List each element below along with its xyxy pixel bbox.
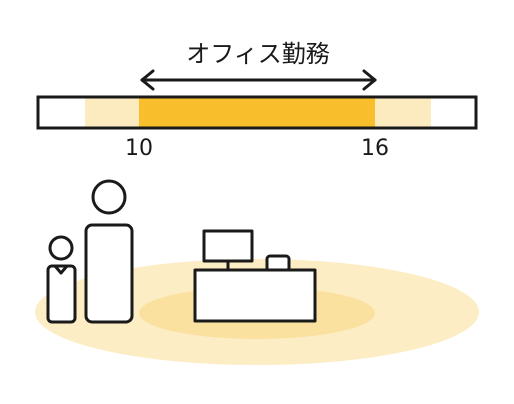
- time-bar-outline: [36, 95, 478, 130]
- core-hours-segment: [139, 97, 375, 128]
- duration-arrow: [140, 69, 377, 91]
- end-time-label: 16: [361, 136, 389, 161]
- time-bar: [36, 95, 478, 130]
- timeline-title: オフィス勤務: [186, 40, 330, 68]
- start-time-label: 10: [125, 136, 153, 161]
- child-person-icon: [46, 235, 77, 324]
- office-desk-icon: [193, 268, 317, 323]
- adult-person-icon: [84, 179, 134, 324]
